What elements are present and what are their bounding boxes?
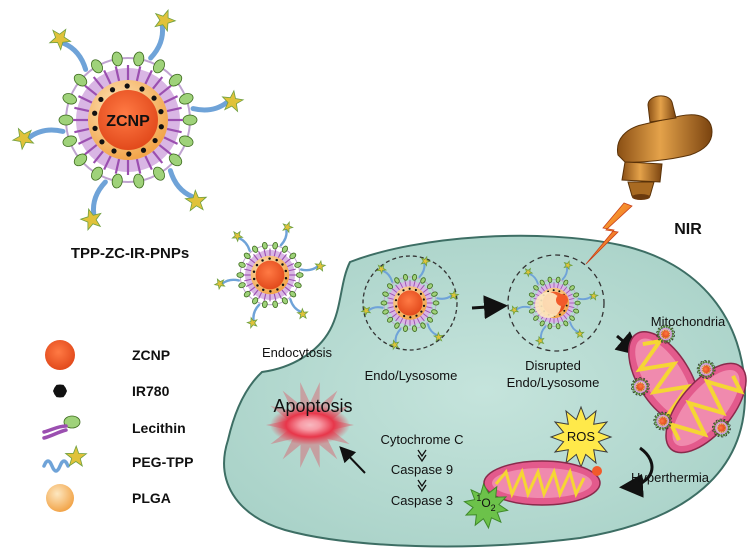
label-endo-lysosome: Endo/Lysosome	[365, 368, 458, 383]
legend-label: Lecithin	[132, 420, 186, 436]
lecithin-molecule-icon	[42, 415, 81, 440]
arrow-to-disrupted	[471, 295, 508, 320]
arrow-hyperthermia	[619, 446, 654, 498]
label-disrupted-line2: Endo/Lysosome	[507, 375, 600, 390]
endo-lysosome	[360, 255, 460, 351]
nanoparticle-name: TPP-ZC-IR-PNPs	[71, 245, 189, 262]
red-sphere-icon	[45, 340, 75, 370]
label-apoptosis: Apoptosis	[273, 396, 352, 416]
ros-burst-icon	[549, 405, 613, 469]
label-ros: ROS	[567, 429, 596, 444]
singlet-oxygen-icon	[463, 482, 509, 530]
cascade-item: Caspase 9	[391, 462, 453, 477]
nir-laser-icon	[616, 95, 713, 200]
plga-sphere-icon	[46, 484, 74, 512]
label-hyperthermia: Hyperthermia	[631, 470, 710, 485]
cell-membrane	[223, 234, 747, 548]
apoptosis-burst-icon	[266, 382, 354, 468]
label-disrupted-line1: Disrupted	[525, 358, 581, 373]
black-hexagon-icon	[53, 384, 67, 398]
cascade-arrow-icon	[417, 449, 427, 463]
arrow-to-apoptosis	[339, 446, 366, 474]
endocytosis-nanoparticle	[213, 221, 327, 329]
cascade-item: Caspase 3	[391, 493, 453, 508]
cascade-item: Cytochrome C	[380, 432, 463, 447]
core-label: ZCNP	[106, 113, 150, 130]
mitochondrion-lower	[653, 359, 747, 454]
apoptosis-cascade: Cytochrome C Caspase 9 Caspase 3	[380, 432, 463, 508]
label-nir: NIR	[674, 221, 702, 238]
label-mitochondria: Mitochondria	[651, 314, 726, 329]
legend-label: PLGA	[132, 490, 171, 506]
laser-bolt-icon	[585, 202, 633, 265]
large-nanoparticle: ZCNP	[11, 8, 245, 232]
damaged-mitochondrion	[483, 460, 602, 506]
cascade-arrow-icon	[417, 479, 427, 493]
disrupted-endo-lysosome	[507, 254, 605, 352]
legend-label: ZCNP	[132, 347, 170, 363]
peg-tpp-icon	[42, 444, 88, 473]
legend-label: IR780	[132, 383, 170, 399]
label-singlet-oxygen: 1O2	[476, 493, 495, 513]
legend-label: PEG-TPP	[132, 454, 193, 470]
cell	[223, 234, 747, 548]
label-endocytosis: Endocytosis	[262, 345, 333, 360]
